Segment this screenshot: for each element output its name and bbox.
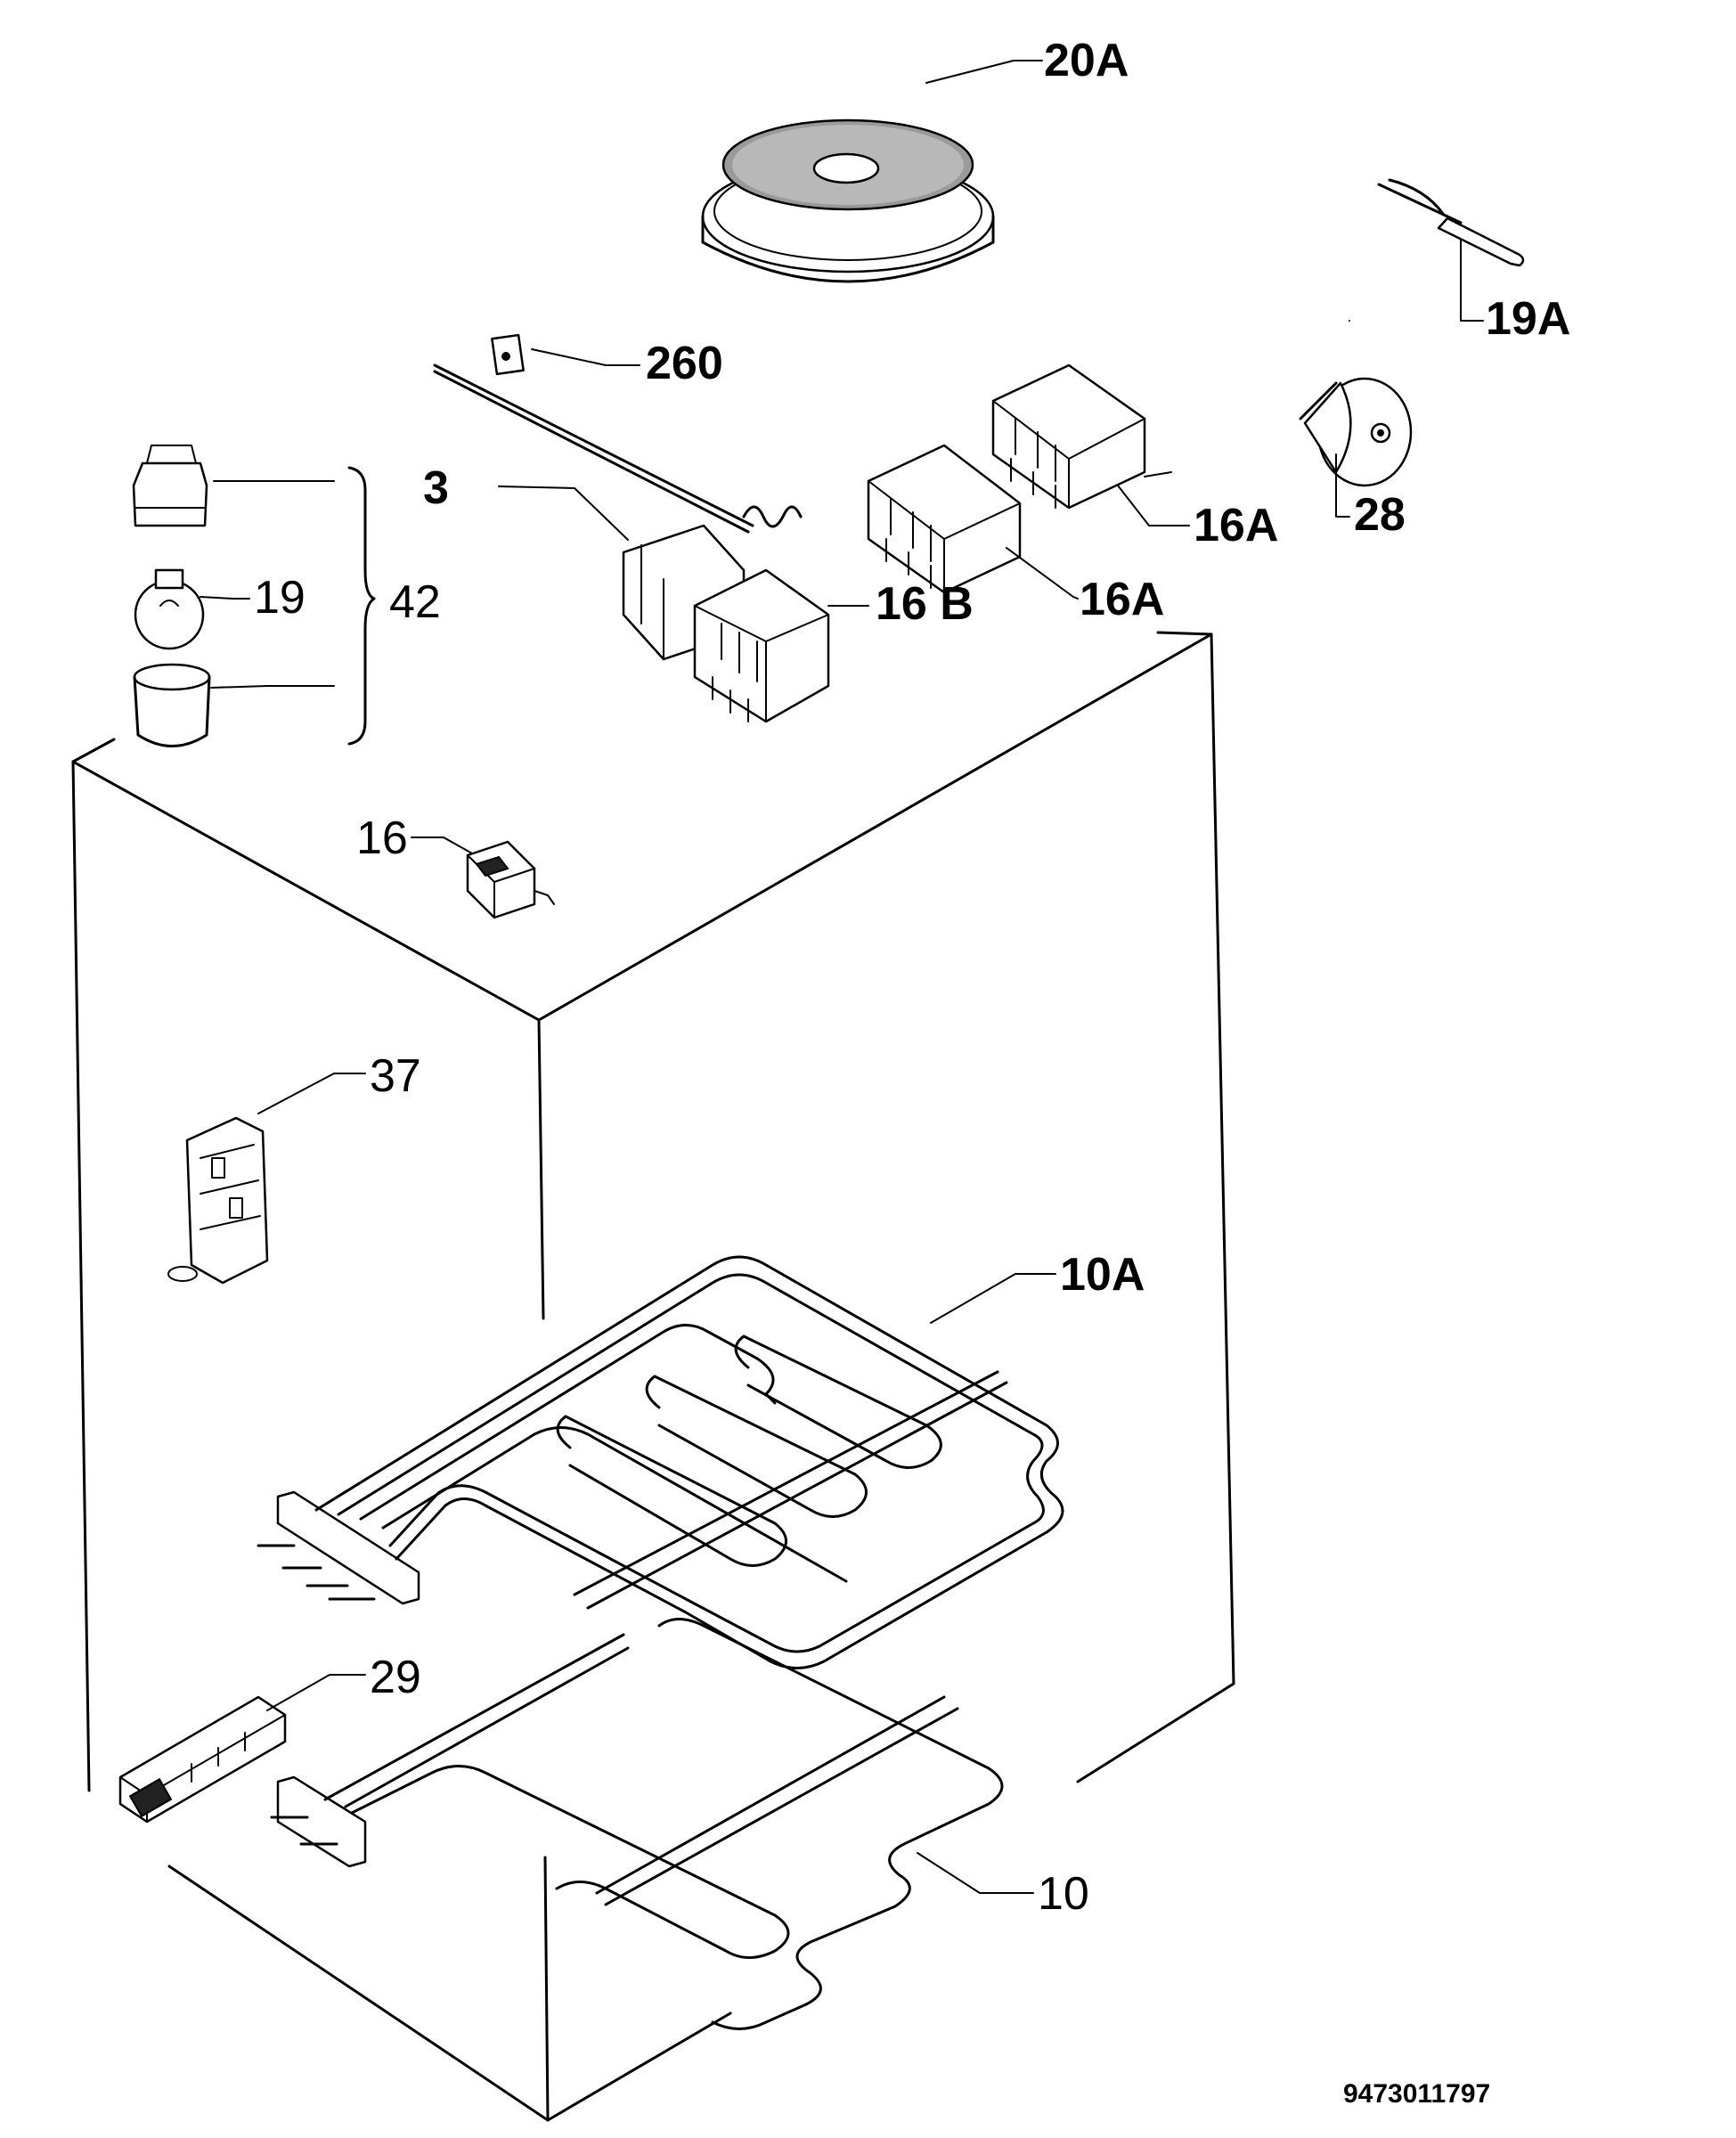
label-20A: 20A	[1044, 35, 1129, 86]
label-19: 19	[254, 572, 306, 624]
grill-element-10A	[257, 1255, 1064, 1669]
terminal-strip-29	[118, 1674, 366, 1824]
label-10: 10	[1038, 1868, 1089, 1920]
selector-switch-16B	[693, 568, 869, 723]
lamp-assembly-42	[132, 445, 376, 747]
label-16A-top: 16A	[1194, 500, 1278, 551]
label-16B: 16 B	[876, 578, 974, 630]
label-16A-mid: 16A	[1080, 574, 1164, 625]
cabinet-outline	[71, 631, 1235, 2122]
label-3: 3	[423, 462, 449, 514]
label-29: 29	[370, 1652, 421, 1703]
label-37: 37	[370, 1050, 421, 1102]
timer-motor-28	[1299, 377, 1413, 518]
document-number: 9473011797	[1343, 2079, 1490, 2109]
terminal-block-37	[167, 1073, 366, 1285]
label-28: 28	[1354, 489, 1406, 541]
label-10A: 10A	[1060, 1249, 1145, 1301]
capillary-260	[433, 333, 754, 534]
selector-switch-16A-mid	[867, 444, 1079, 600]
hotplate-20A	[701, 60, 1043, 283]
push-switch-16	[411, 836, 555, 919]
label-19A: 19A	[1486, 293, 1570, 345]
sensor-probe-19A	[1377, 178, 1525, 322]
label-260: 260	[646, 338, 723, 389]
label-16: 16	[356, 812, 408, 864]
bake-element-10	[270, 1618, 1034, 2030]
label-42: 42	[389, 576, 441, 628]
selector-switch-16A-top	[991, 363, 1190, 526]
